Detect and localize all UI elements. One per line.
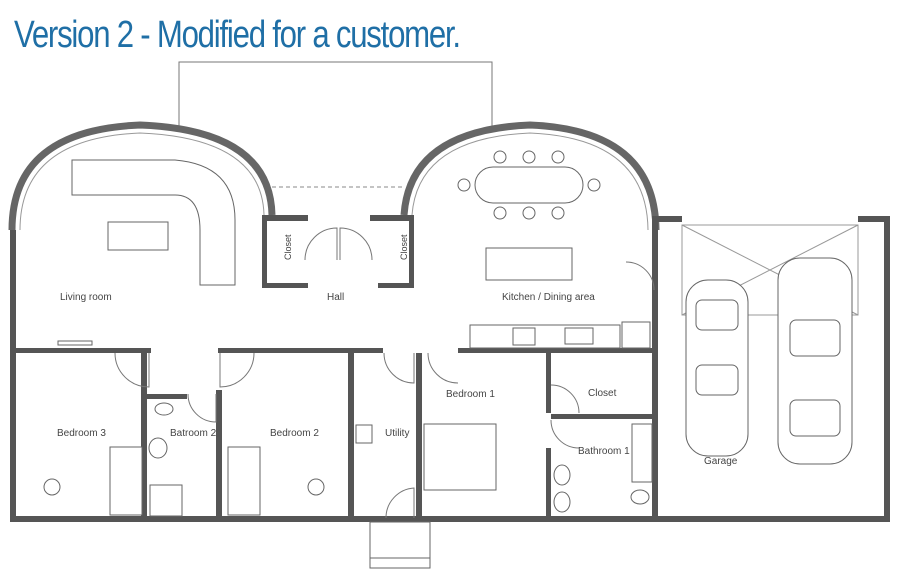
sink-bath1-a xyxy=(553,464,571,486)
label-garage: Garage xyxy=(704,456,738,467)
wall-bed1-bath1 xyxy=(546,448,551,518)
wall-south xyxy=(10,516,660,522)
dining-table xyxy=(474,166,584,204)
hall-door-right xyxy=(339,227,373,261)
wall-bed1-closet xyxy=(546,353,551,413)
kitchen-dome-inner xyxy=(411,132,649,231)
toilet-bath2 xyxy=(154,402,174,416)
entrance-steps xyxy=(369,521,431,569)
desk-chairs xyxy=(43,478,325,496)
door-bath1 xyxy=(550,419,580,449)
hall-door-left xyxy=(304,227,338,261)
door-closet xyxy=(550,384,580,414)
door-utility-exit xyxy=(385,487,415,519)
door-bed3 xyxy=(114,352,150,388)
label-hall: Hall xyxy=(327,292,344,303)
bed-bedroom3 xyxy=(109,446,143,516)
wall-closet-left-side xyxy=(262,215,267,287)
sink-utility xyxy=(355,424,373,444)
cooktop xyxy=(512,327,536,346)
door-utility xyxy=(383,352,415,384)
label-closet-left: Closet xyxy=(283,234,293,260)
wall-bed3-bath2 xyxy=(141,353,147,518)
kitchen-sink xyxy=(564,327,594,345)
label-bathroom2: Batroom 2 xyxy=(170,428,217,439)
wall-corridor-a xyxy=(16,348,151,353)
terrace-outline xyxy=(178,61,493,130)
label-bedroom1: Bedroom 1 xyxy=(446,389,495,400)
coffee-table xyxy=(107,221,169,251)
kitchen-counter xyxy=(469,324,621,349)
wall-closet-bath1 xyxy=(551,414,654,419)
wall-bath2-bed2 xyxy=(216,390,222,518)
wall-garage-south xyxy=(652,516,890,522)
wall-utility-bed1 xyxy=(416,353,422,518)
bed-bedroom1 xyxy=(423,423,497,491)
bathtub-bath1 xyxy=(631,423,653,483)
sink-bath1-b xyxy=(553,491,571,513)
living-dome-wall xyxy=(8,121,276,231)
label-utility: Utility xyxy=(385,428,409,439)
wall-garage-north-b xyxy=(858,216,888,222)
wall-closet-right-side xyxy=(409,215,414,287)
door-bed2 xyxy=(219,352,255,388)
wall-west xyxy=(10,230,16,520)
wall-bed2-utility xyxy=(348,353,354,518)
kitchen-island xyxy=(485,247,573,281)
wall-bath2-top xyxy=(147,394,187,399)
wall-closet-left-bottom xyxy=(262,283,308,288)
fridge xyxy=(621,321,651,349)
door-garage xyxy=(625,261,655,291)
living-dome-inner xyxy=(19,132,265,231)
wall-garage-north-a xyxy=(652,216,682,222)
label-living-room: Living room xyxy=(60,292,112,303)
door-bath2 xyxy=(187,393,217,423)
shower-bath2 xyxy=(149,484,183,517)
bed-bedroom2 xyxy=(227,446,261,516)
label-bedroom2: Bedroom 2 xyxy=(270,428,319,439)
wall-corridor-b xyxy=(218,348,383,353)
wall-garage-west xyxy=(652,222,658,522)
wall-corridor-c xyxy=(458,348,654,353)
wall-closet-right-top xyxy=(370,215,414,221)
wall-garage-east xyxy=(884,216,890,522)
label-bathroom1: Bathroom 1 xyxy=(578,446,630,457)
door-bed1 xyxy=(427,352,459,384)
toilet-bath1 xyxy=(630,489,650,505)
tv-stand xyxy=(57,340,93,346)
page-title: Version 2 - Modified for a customer. xyxy=(14,14,461,56)
label-closet-right: Closet xyxy=(399,234,409,260)
dining-chairs xyxy=(457,150,601,220)
sofa xyxy=(71,159,236,286)
wall-closet-right-bottom xyxy=(378,283,414,288)
label-kitchen: Kitchen / Dining area xyxy=(502,292,595,303)
label-bedroom3: Bedroom 3 xyxy=(57,428,106,439)
sink-bath2 xyxy=(148,437,168,459)
kitchen-dome-wall xyxy=(400,121,660,231)
wall-closet-left-top xyxy=(262,215,308,221)
label-closet-bedroom1: Closet xyxy=(588,388,617,399)
